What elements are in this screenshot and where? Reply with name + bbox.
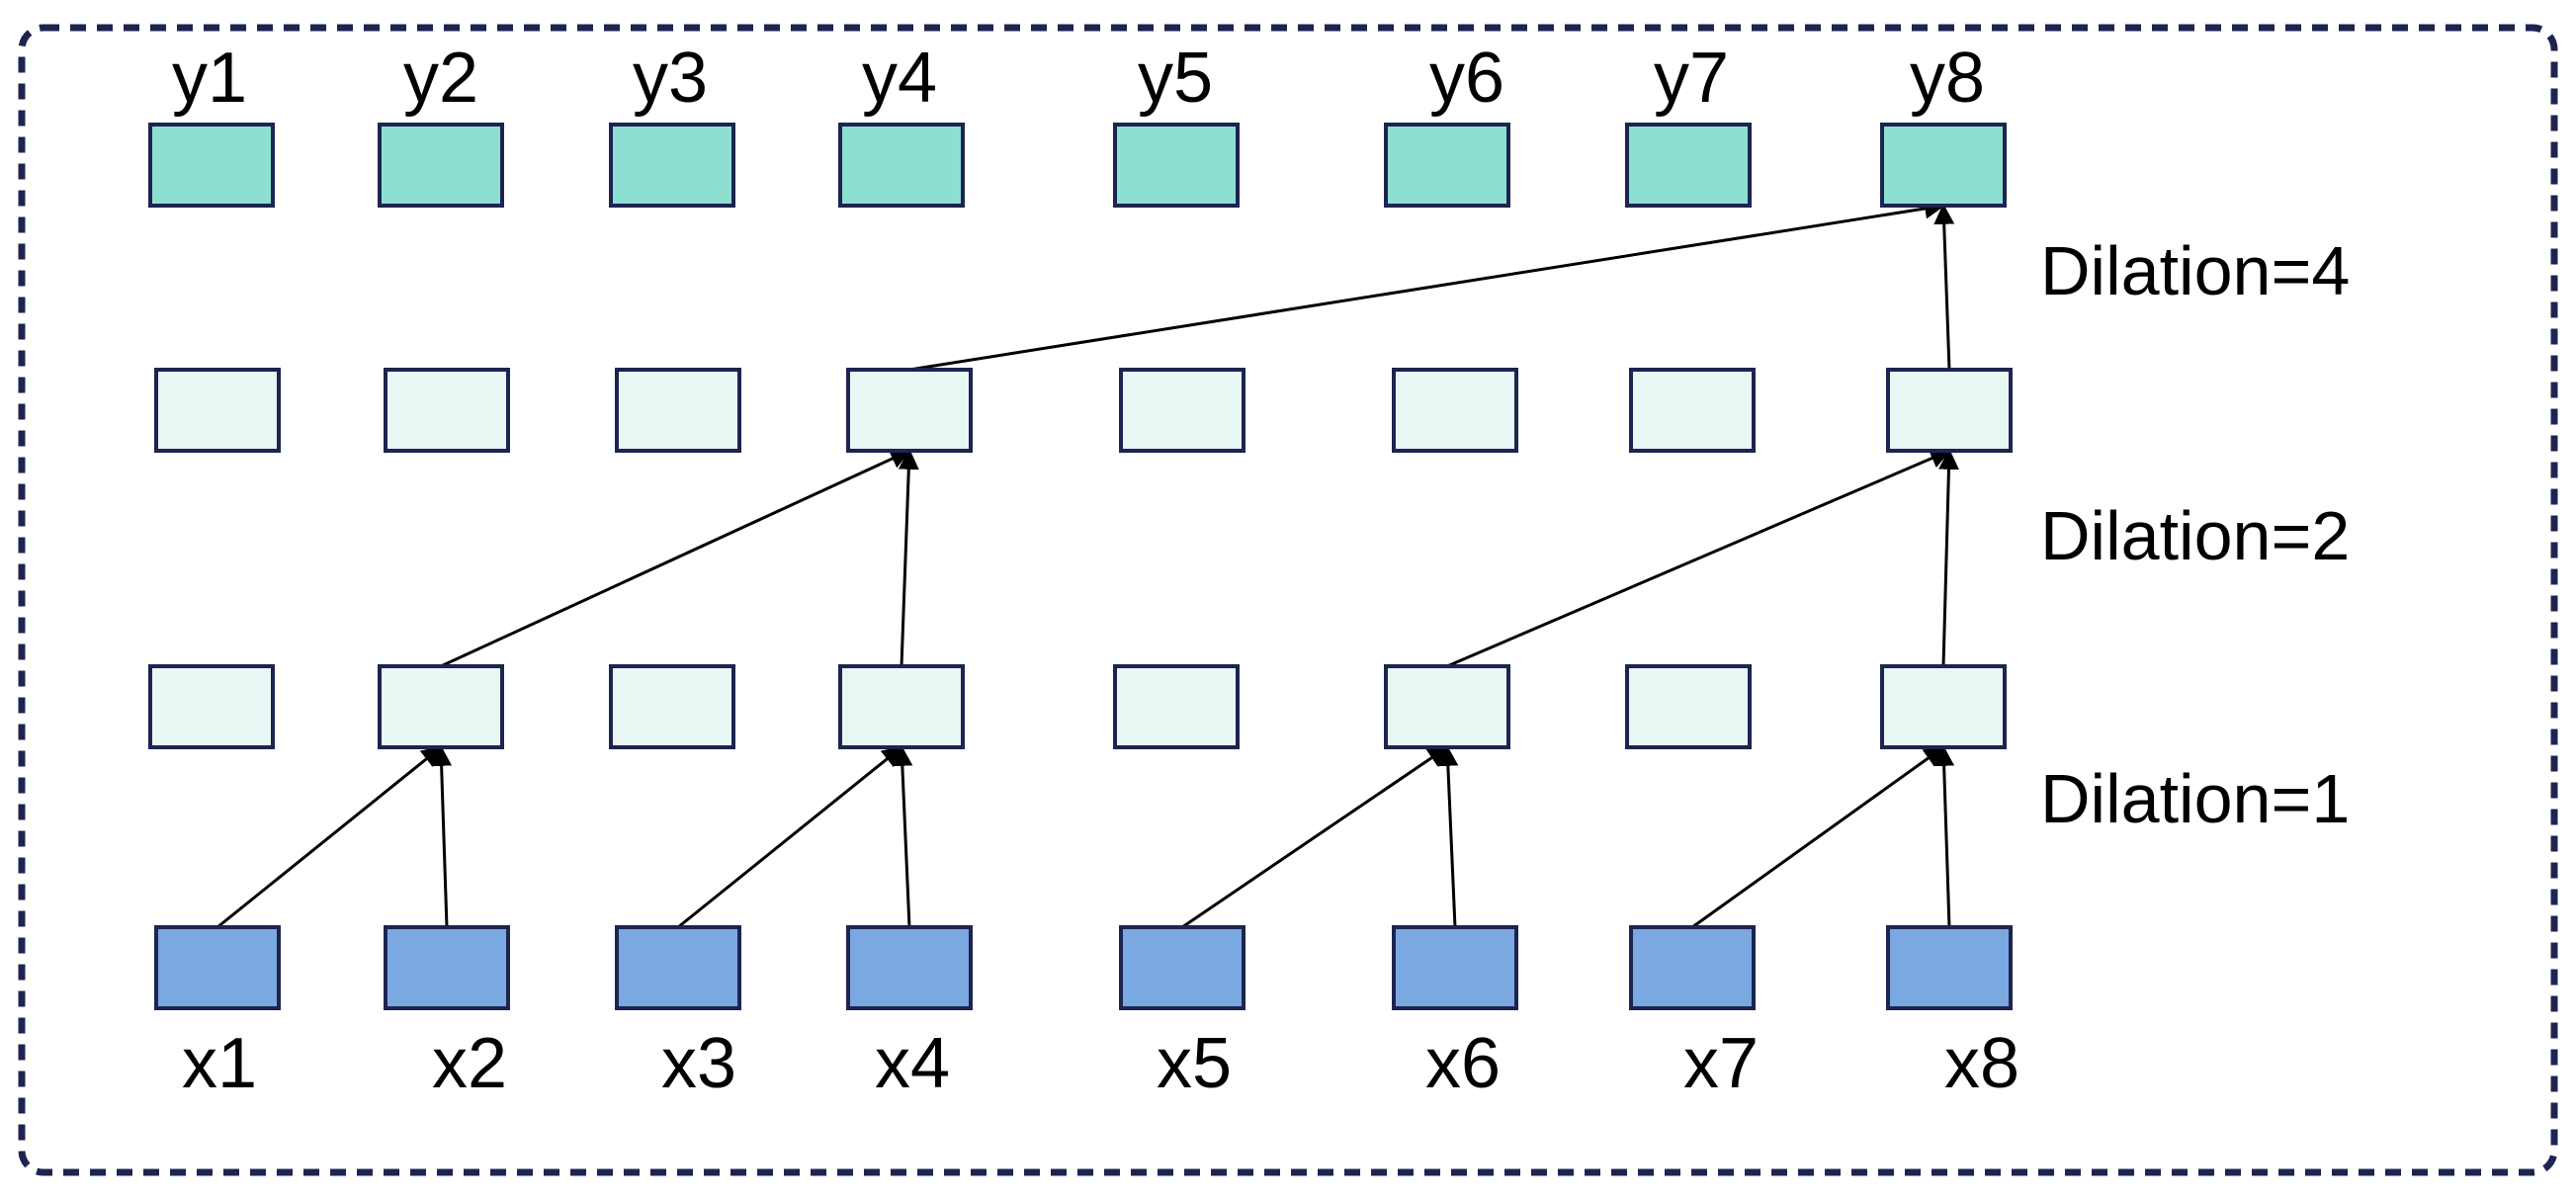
input-label-x3: x3 <box>661 1024 736 1103</box>
hidden2-node-2 <box>384 368 510 453</box>
arrow-hidden2-8-to-output-8 <box>1933 203 1955 371</box>
input-node-4 <box>846 925 973 1010</box>
output-node-1 <box>148 123 275 208</box>
output-node-5 <box>1113 123 1240 208</box>
arrow-input-8-to-hidden1-8 <box>1933 744 1955 928</box>
output-label-y8: y8 <box>1910 39 1985 118</box>
output-node-7 <box>1625 123 1752 208</box>
dilation-labels: Dilation=4 Dilation=2 Dilation=1 <box>2040 232 2350 837</box>
output-label-y1: y1 <box>172 39 247 118</box>
hidden2-node-8 <box>1886 368 2013 453</box>
input-node-2 <box>384 925 510 1010</box>
output-node-2 <box>378 123 504 208</box>
input-label-x7: x7 <box>1683 1024 1759 1103</box>
dilation-2-label: Dilation=2 <box>2040 497 2350 574</box>
output-label-y7: y7 <box>1654 39 1729 118</box>
output-label-y2: y2 <box>403 39 478 118</box>
output-node-4 <box>838 123 965 208</box>
dilation-4-label: Dilation=4 <box>2040 232 2350 309</box>
input-label-x5: x5 <box>1157 1024 1232 1103</box>
output-label-y4: y4 <box>862 39 937 118</box>
arrow-input-7-to-hidden1-8 <box>1691 745 1945 929</box>
input-label-x8: x8 <box>1944 1024 2019 1103</box>
arrow-input-2-to-hidden1-2 <box>431 744 453 928</box>
hidden2-node-7 <box>1629 368 1756 453</box>
hidden1-node-5 <box>1113 664 1240 749</box>
input-node-8 <box>1886 925 2013 1010</box>
hidden2-node-3 <box>615 368 741 453</box>
input-node-3 <box>615 925 741 1010</box>
hidden1-node-1 <box>148 664 275 749</box>
hidden1-node-3 <box>609 664 735 749</box>
input-node-7 <box>1629 925 1756 1010</box>
input-label-x6: x6 <box>1425 1024 1501 1103</box>
output-label-y6: y6 <box>1429 39 1504 118</box>
hidden1-node-4 <box>838 664 965 749</box>
arrow-input-3-to-hidden1-4 <box>677 745 903 929</box>
hidden2-node-5 <box>1119 368 1245 453</box>
output-labels: y1 y2 y3 y4 y5 y6 y7 y8 <box>172 39 1985 118</box>
arrow-hidden2-4-to-output-8 <box>908 198 1946 372</box>
dashed-frame <box>18 24 2558 1176</box>
output-node-8 <box>1880 123 2007 208</box>
input-node-6 <box>1392 925 1518 1010</box>
hidden1-node-8 <box>1880 664 2007 749</box>
arrow-input-4-to-hidden1-4 <box>892 744 913 928</box>
dilation-1-label: Dilation=1 <box>2040 760 2350 837</box>
arrow-hidden1-4-to-hidden2-4 <box>898 448 919 667</box>
arrow-hidden1-6-to-hidden2-8 <box>1446 448 1951 668</box>
connection-arrows <box>216 198 1959 929</box>
input-node-1 <box>154 925 281 1010</box>
output-label-y3: y3 <box>633 39 708 118</box>
input-label-x4: x4 <box>875 1024 950 1103</box>
hidden1-node-2 <box>378 664 504 749</box>
arrow-hidden1-8-to-hidden2-8 <box>1937 448 1959 667</box>
node-boxes <box>148 123 2013 1010</box>
hidden1-node-7 <box>1625 664 1752 749</box>
input-label-x1: x1 <box>182 1024 257 1103</box>
output-node-6 <box>1384 123 1510 208</box>
input-labels: x1 x2 x3 x4 x5 x6 x7 x8 <box>182 1024 2019 1103</box>
output-node-3 <box>609 123 735 208</box>
output-label-y5: y5 <box>1138 39 1213 118</box>
arrow-input-6-to-hidden1-6 <box>1437 744 1459 928</box>
hidden2-node-1 <box>154 368 281 453</box>
hidden1-node-6 <box>1384 664 1510 749</box>
input-label-x2: x2 <box>432 1024 507 1103</box>
arrow-hidden1-2-to-hidden2-4 <box>440 449 911 668</box>
input-node-5 <box>1119 925 1245 1010</box>
hidden2-node-6 <box>1392 368 1518 453</box>
hidden2-node-4 <box>846 368 973 453</box>
arrow-input-1-to-hidden1-2 <box>216 745 443 929</box>
arrow-input-5-to-hidden1-6 <box>1181 745 1449 929</box>
